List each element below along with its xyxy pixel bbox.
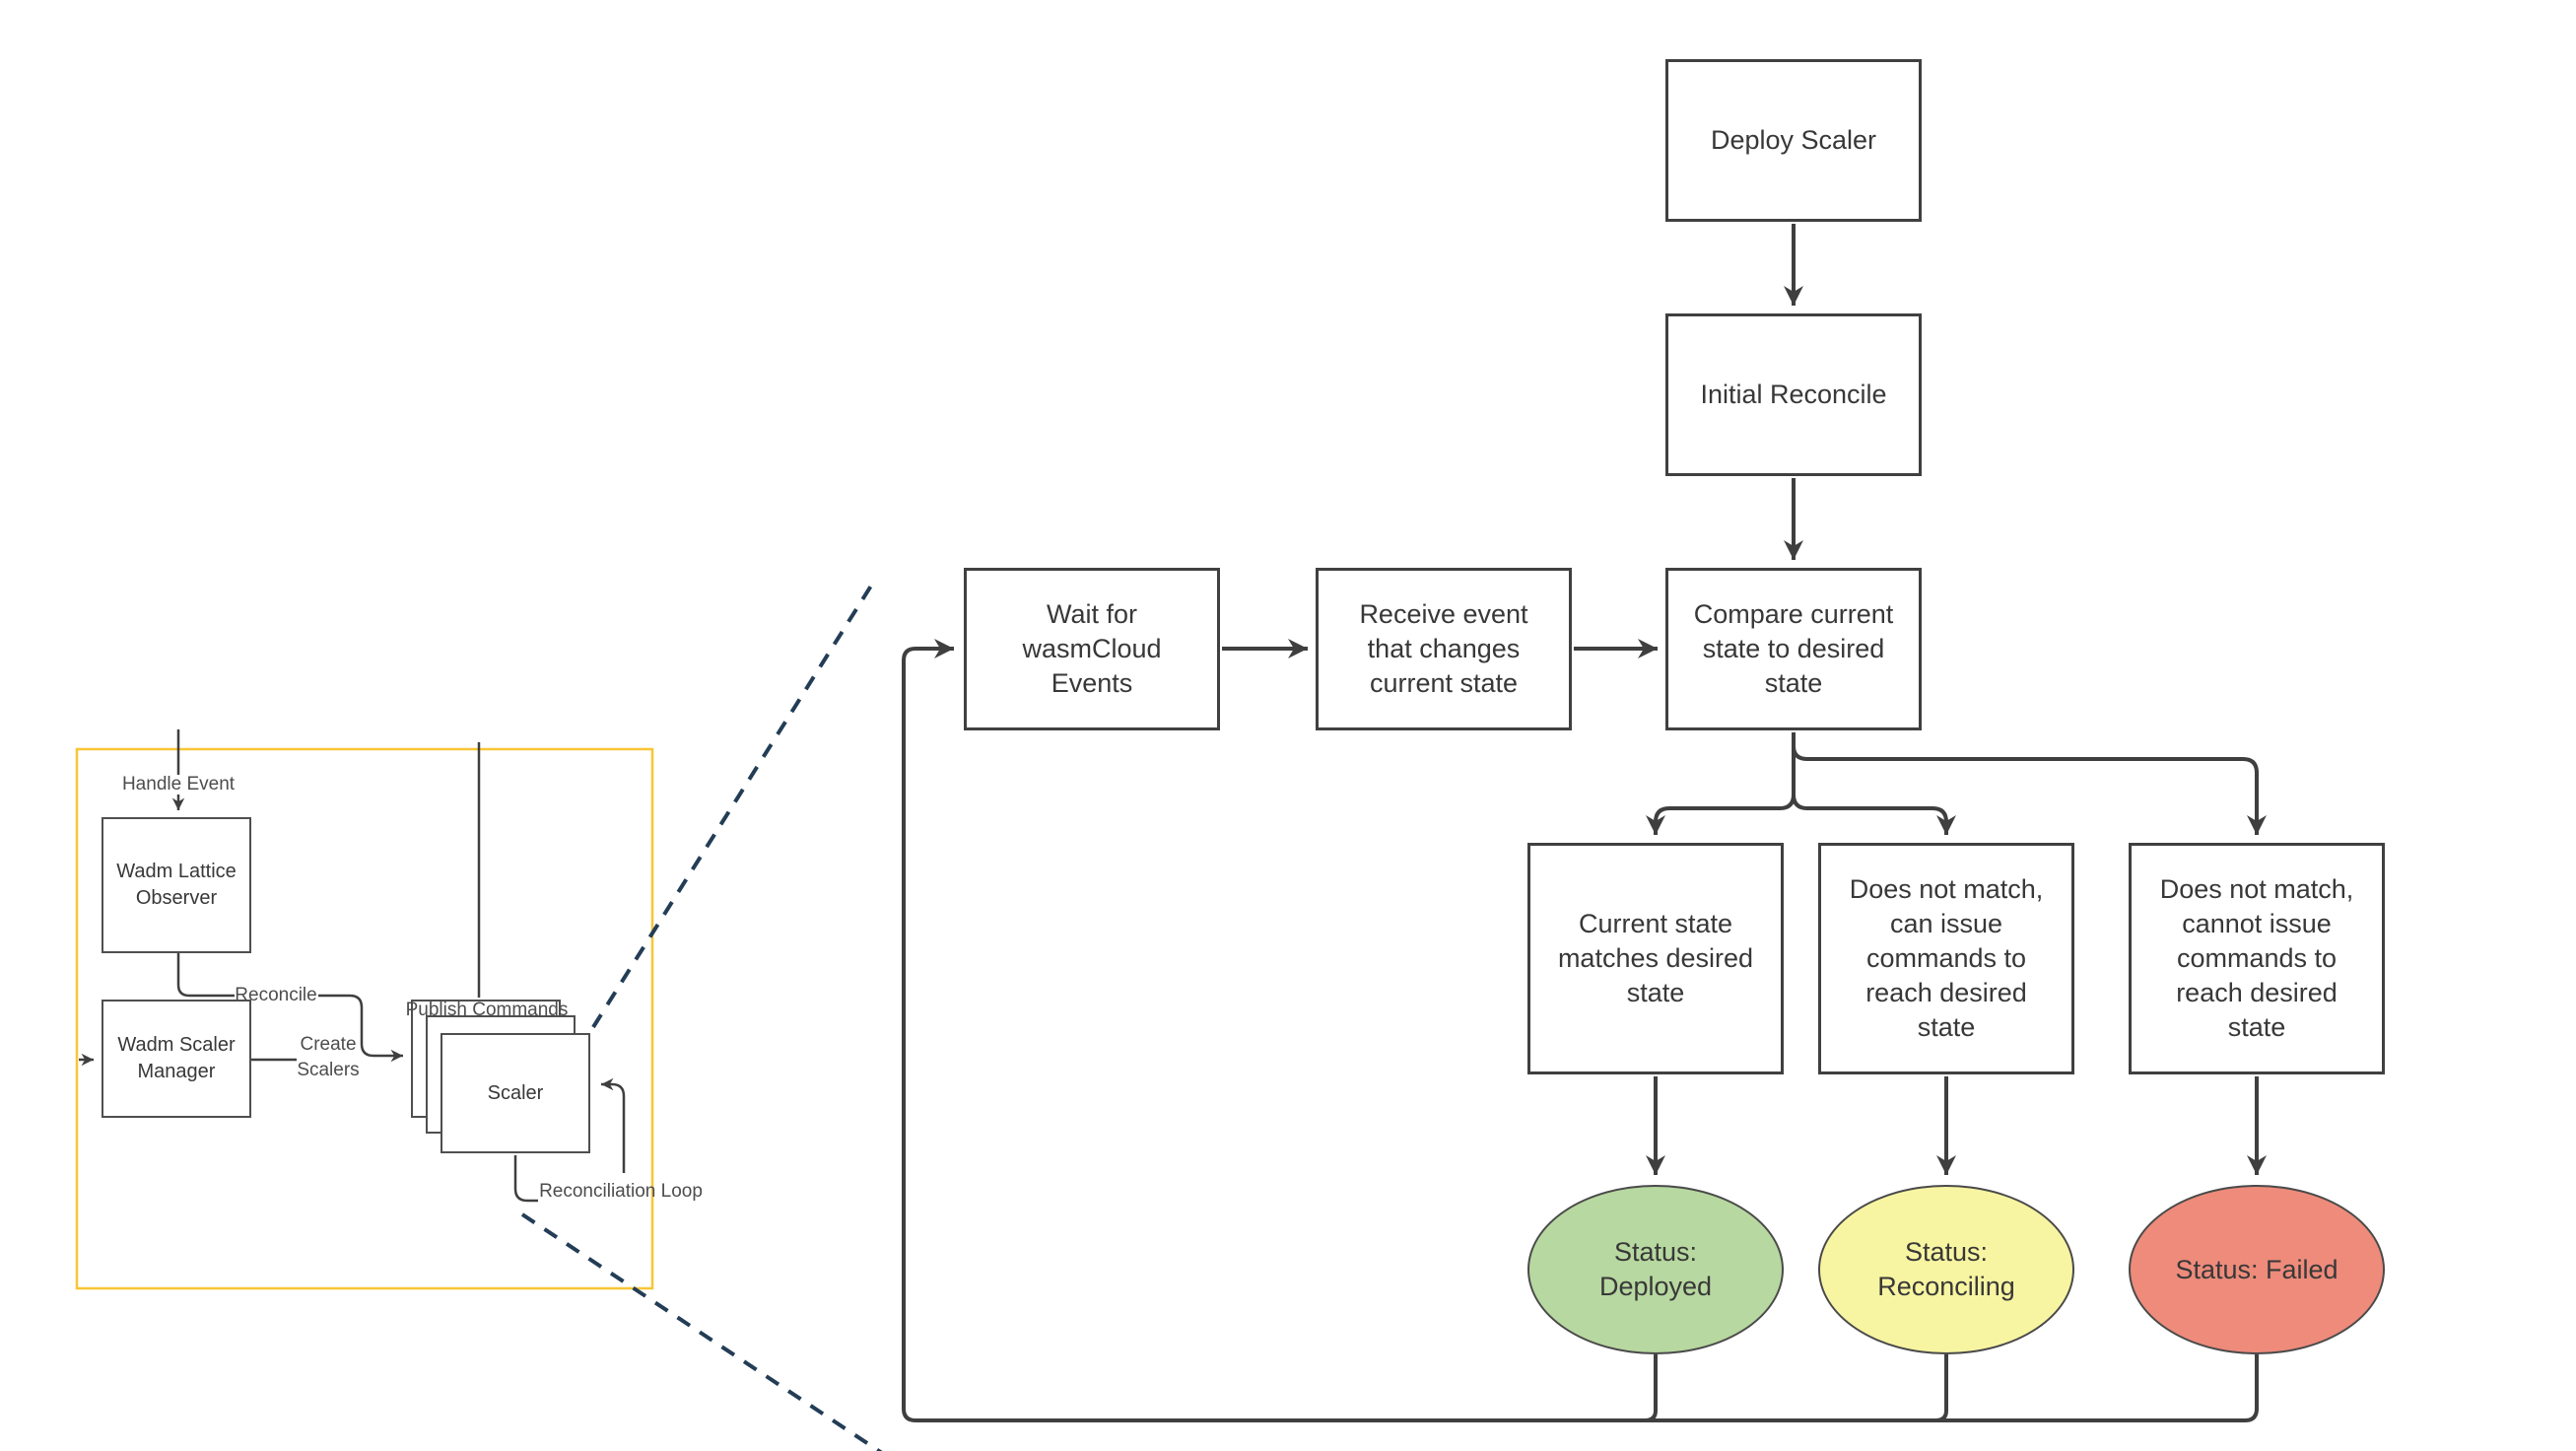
status-reconciling-label: Status: Reconciling [1877, 1237, 2015, 1301]
edge-loop-back-to-scaler [601, 1077, 626, 1173]
node-wait-for-events-label: Wait for wasmCloud Events [1022, 599, 1162, 698]
node-cannot-issue-commands: Does not match, cannot issue commands to… [2129, 843, 2385, 1074]
zoom-callout-line-bottom [520, 1212, 883, 1451]
node-initial-reconcile-label: Initial Reconcile [1700, 380, 1887, 409]
edge-loop-back-to-wait [902, 639, 2259, 1422]
node-receive-event: Receive event that changes current state [1316, 568, 1572, 730]
edge-scaler-to-loop-label [513, 1155, 538, 1203]
node-cannot-issue-commands-label: Does not match, cannot issue commands to… [2159, 874, 2354, 1042]
node-receive-event-label: Receive event that changes current state [1359, 599, 1528, 698]
label-handle-event: Handle Event [121, 774, 236, 795]
node-scaler: Scaler [441, 1033, 590, 1153]
node-wadm-lattice-observer: Wadm Lattice Observer [102, 817, 251, 953]
overview-frame [75, 747, 654, 1290]
edge-compare-to-cannot-issue [1792, 745, 2267, 835]
label-reconcile: Reconcile [235, 985, 317, 1005]
edge-compare-to-can-issue [1792, 794, 1956, 835]
node-can-issue-commands: Does not match, can issue commands to re… [1818, 843, 2074, 1074]
edge-reconcile-to-scaler [318, 994, 403, 1063]
edge-deployed-to-loop [1644, 1354, 1658, 1422]
node-state-matches: Current state matches desired state [1527, 843, 1784, 1074]
node-wadm-lattice-observer-label: Wadm Lattice Observer [116, 861, 237, 909]
node-deploy-scaler: Deploy Scaler [1665, 59, 1922, 222]
zoom-callout-line-top [591, 581, 875, 1029]
status-failed-ellipse: Status: Failed [2129, 1185, 2385, 1354]
node-compare-state-label: Compare current state to desired state [1693, 599, 1894, 698]
status-deployed-ellipse: Status: Deployed [1527, 1185, 1784, 1354]
node-initial-reconcile: Initial Reconcile [1665, 313, 1922, 476]
node-state-matches-label: Current state matches desired state [1557, 909, 1754, 1007]
status-deployed-label: Status: Deployed [1598, 1237, 1713, 1301]
node-deploy-scaler-label: Deploy Scaler [1710, 125, 1877, 155]
node-scaler-label: Scaler [487, 1081, 544, 1104]
label-create-scalers: Create Scalers [297, 1034, 360, 1080]
node-wadm-scaler-manager-label: Wadm Scaler Manager [117, 1034, 236, 1082]
label-reconciliation-loop: Reconciliation Loop [539, 1181, 703, 1202]
edge-observer-to-reconcile [176, 953, 235, 998]
status-reconciling-ellipse: Status: Reconciling [1818, 1185, 2074, 1354]
node-compare-state: Compare current state to desired state [1665, 568, 1922, 730]
node-can-issue-commands-label: Does not match, can issue commands to re… [1849, 874, 2044, 1042]
edge-compare-to-match [1646, 794, 1796, 835]
edge-reconciling-to-loop [1934, 1354, 1948, 1422]
status-failed-label: Status: Failed [2175, 1254, 2339, 1284]
node-wait-for-events: Wait for wasmCloud Events [964, 568, 1220, 730]
node-wadm-scaler-manager: Wadm Scaler Manager [102, 1000, 251, 1118]
label-publish-commands: Publish Commands [405, 1000, 569, 1020]
